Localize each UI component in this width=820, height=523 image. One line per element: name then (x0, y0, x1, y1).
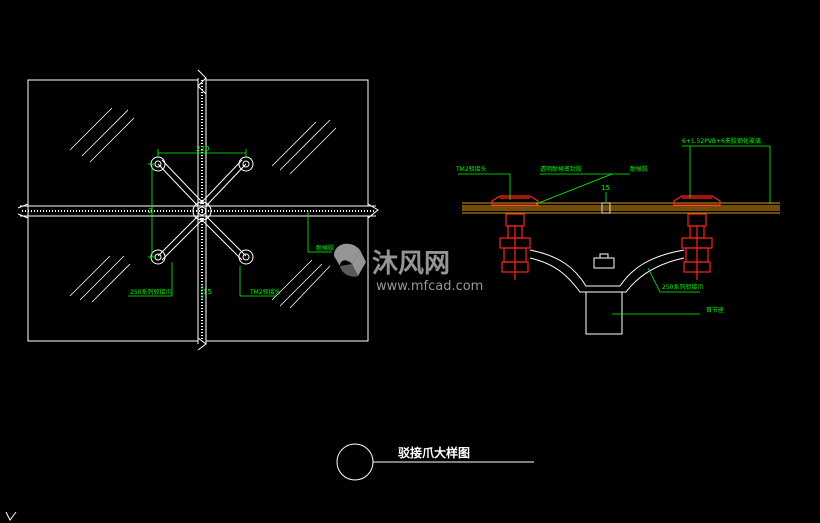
plan-view: 220 2 15 250系列驳接爪 TM2驳接头 耐候胶 (17, 69, 379, 351)
plan-label-bottom-left: 250系列驳接爪 (130, 288, 171, 296)
section-leaders (458, 145, 771, 315)
plan-dim-bottom: 15 (203, 288, 212, 296)
plan-dimensions (128, 149, 332, 300)
glass-panel-bottom-right (205, 215, 369, 342)
plan-dim-left: 2 (148, 207, 152, 215)
section-dim-gap: 15 (601, 184, 610, 192)
fitting-left (491, 195, 539, 280)
watermark-brand: 沐风网 (372, 249, 450, 279)
plan-label-bottom-right: TM2驳接头 (249, 288, 281, 296)
laminated-glass (462, 202, 780, 214)
mfcad-logo-icon (334, 243, 366, 277)
base-block (585, 291, 623, 335)
section-view: TM2驳接头 透明耐候密封胶 耐候胶 6+1.52PVB+6夹胶钢化玻璃 15 … (455, 137, 780, 335)
bolt-head-bottom-right (238, 249, 254, 265)
claw-body-section (529, 249, 685, 335)
spider-claw (157, 159, 247, 261)
watermark-url: www.mfcad.com (376, 279, 483, 294)
glass-reflection-hatches (69, 107, 337, 309)
glass-panel-bottom-left (27, 215, 199, 342)
glass-panel-top-right (205, 79, 369, 207)
watermark: 沐风网 www.mfcad.com (334, 243, 483, 294)
title-block: 驳接爪大样图 (336, 443, 534, 481)
section-label-sealant: 透明耐候密封胶 (540, 165, 582, 173)
plan-label-right: 耐候胶 (316, 244, 334, 252)
glass-panel-top-left (27, 79, 199, 207)
fitting-right (673, 195, 721, 280)
title-circle (336, 443, 374, 481)
ucs-corner-mark (5, 511, 17, 521)
section-label-adhesive: 耐候胶 (630, 165, 648, 173)
drawing-title: 驳接爪大样图 (398, 445, 470, 460)
section-label-claw: 250系列驳接爪 (662, 283, 703, 291)
section-label-glass: 6+1.52PVB+6夹胶钢化玻璃 (682, 137, 761, 145)
section-label-base: 首节座 (706, 306, 724, 314)
section-label-head: TM2驳接头 (455, 165, 487, 173)
plan-dim-top: 220 (196, 145, 209, 153)
